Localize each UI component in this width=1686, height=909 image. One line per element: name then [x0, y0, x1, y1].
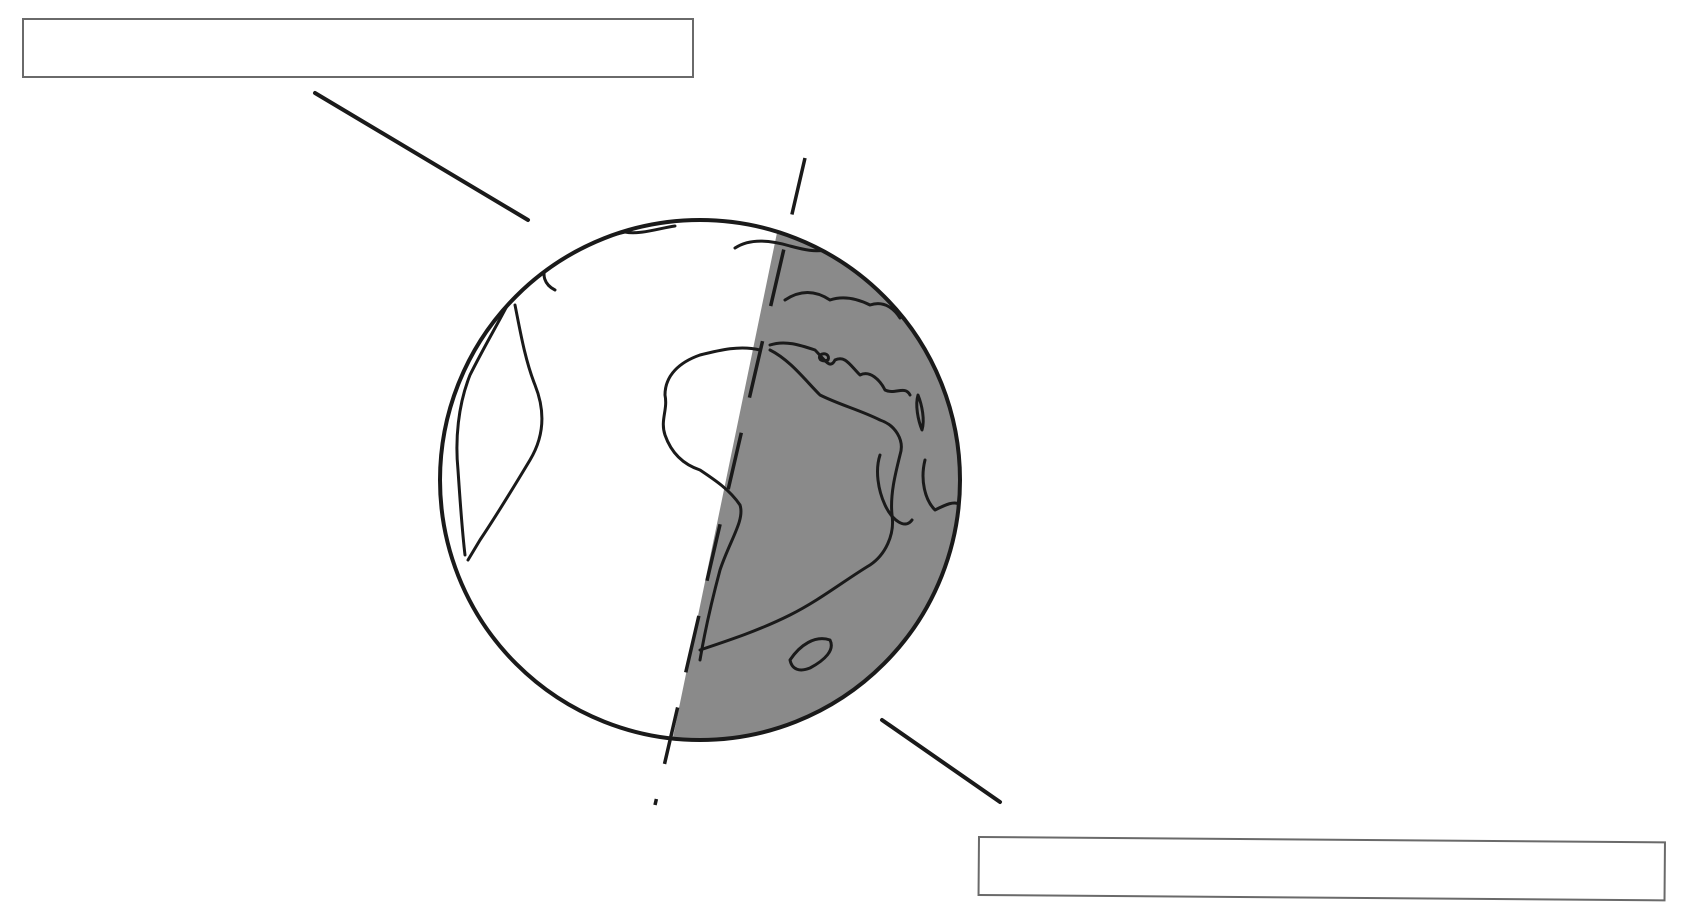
bottom-leader-line	[882, 720, 1000, 802]
top-label-box[interactable]	[22, 18, 694, 78]
earth-globe-icon	[440, 160, 980, 800]
bottom-label-box[interactable]	[978, 836, 1666, 901]
top-leader-line	[315, 93, 528, 220]
